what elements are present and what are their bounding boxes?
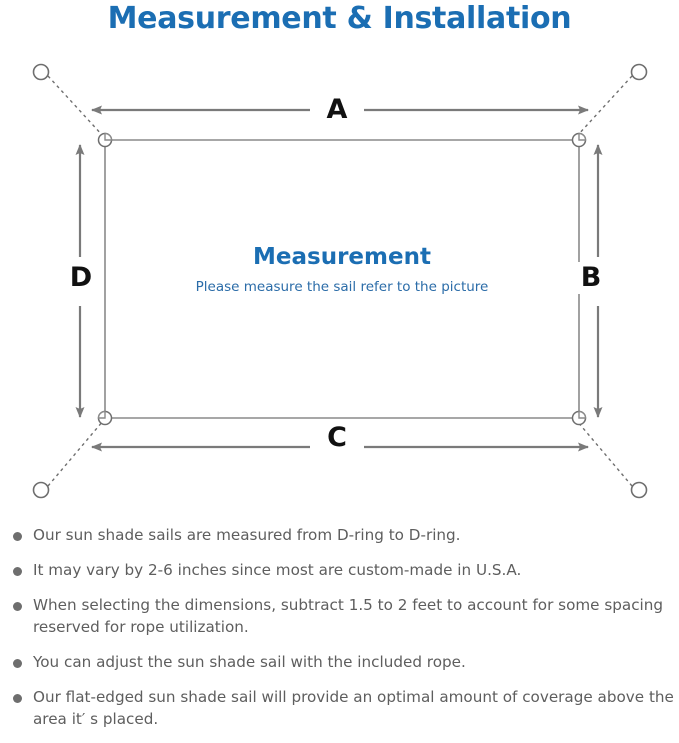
dimension-label-a: A [315,94,359,126]
rope-top-right [576,75,633,137]
anchor-ring-bottom-right [630,481,648,499]
rope-bottom-right [576,420,633,487]
d-ring-shading [97,132,587,419]
notes-list: Our sun shade sails are measured from D-… [0,524,679,743]
sail-center-title: Measurement [253,244,431,270]
list-item: When selecting the dimensions, subtract … [0,594,679,638]
list-item: Our sun shade sails are measured from D-… [0,524,679,546]
d-ring-shade-bottom-right [578,410,587,419]
note-text: Our flat-edged sun shade sail will provi… [33,688,674,728]
bullet-icon [13,602,22,611]
note-text: When selecting the dimensions, subtract … [33,596,664,636]
d-ring-shade-top-right [578,132,587,141]
d-ring-shade-bottom-left [97,410,106,419]
bullet-icon [13,567,22,576]
note-text: You can adjust the sun shade sail with t… [33,653,466,671]
list-item: Our flat-edged sun shade sail will provi… [0,686,679,730]
dimension-label-c: C [315,422,359,454]
list-item: It may vary by 2-6 inches since most are… [0,559,679,581]
rope-bottom-left [47,420,104,487]
rope-top-left [47,75,104,137]
bullet-icon [13,532,22,541]
dimension-label-d: D [62,262,100,294]
page-title: Measurement & Installation [107,1,572,36]
bullet-icon [13,694,22,703]
rope-lines [47,75,633,487]
list-item: You can adjust the sun shade sail with t… [0,651,679,673]
anchor-rings [32,63,648,499]
d-ring-shade-top-left [104,132,113,141]
sail-center-subtitle: Please measure the sail refer to the pic… [195,279,489,295]
anchor-ring-top-right [630,63,648,81]
anchor-ring-bottom-left [32,481,50,499]
bullet-icon [13,659,22,668]
dimension-label-b: B [572,262,610,294]
anchor-ring-top-left [32,63,50,81]
note-text: It may vary by 2-6 inches since most are… [33,561,522,579]
note-text: Our sun shade sails are measured from D-… [33,526,461,544]
